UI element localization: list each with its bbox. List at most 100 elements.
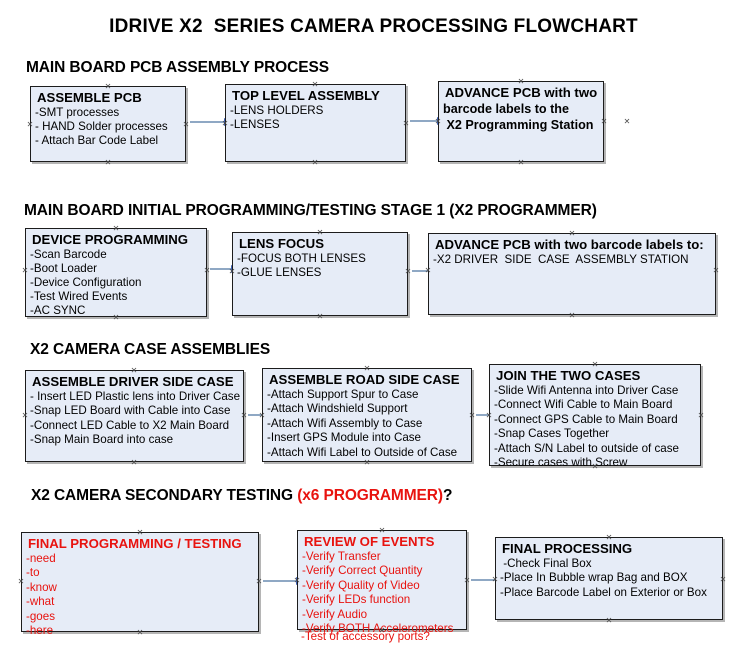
resize-handle-right[interactable]	[698, 412, 705, 419]
node-assemble-driver-side-case[interactable]: ASSEMBLE DRIVER SIDE CASE - Insert LED P…	[25, 370, 244, 462]
resize-handle-bottom[interactable]	[569, 312, 576, 319]
resize-handle-left[interactable]	[229, 268, 236, 275]
resize-handle-left[interactable]	[22, 267, 29, 274]
resize-handle-left[interactable]	[294, 577, 301, 584]
node-line: -AC SYNC	[30, 304, 86, 318]
resize-handle-top[interactable]	[606, 534, 613, 541]
resize-handle-bottom[interactable]	[131, 459, 138, 466]
resize-handle-bottom[interactable]	[606, 617, 613, 624]
resize-handle-right[interactable]	[464, 577, 471, 584]
section-heading-1: MAIN BOARD PCB ASSEMBLY PROCESS	[26, 59, 329, 76]
resize-handle-right[interactable]	[469, 412, 476, 419]
resize-handle-right[interactable]	[713, 267, 720, 274]
resize-handle-left[interactable]	[492, 576, 499, 583]
resize-handle-left[interactable]	[259, 412, 266, 419]
resize-handle-bottom[interactable]	[379, 627, 386, 634]
node-title: ASSEMBLE PCB	[37, 90, 142, 105]
node-line: -Boot Loader	[30, 261, 98, 275]
node-line: -to	[26, 566, 40, 580]
node-top-level-assembly[interactable]: TOP LEVEL ASSEMBLY -LENS HOLDERS -LENSES	[225, 84, 406, 162]
resize-handle-bottom[interactable]	[312, 159, 319, 166]
node-final-programming-testing[interactable]: FINAL PROGRAMMING / TESTING -need -to -k…	[21, 532, 259, 637]
resize-handle-right[interactable]	[241, 412, 248, 419]
node-line: -what	[26, 595, 55, 609]
node-lens-focus[interactable]: LENS FOCUS -FOCUS BOTH LENSES -GLUE LENS…	[232, 232, 408, 316]
resize-handle-top[interactable]	[592, 361, 599, 368]
resize-handle-left[interactable]	[22, 412, 29, 419]
node-final-processing[interactable]: FINAL PROCESSING -Check Final Box -Place…	[495, 537, 723, 620]
resize-handle-top[interactable]	[317, 229, 324, 236]
resize-handle-top[interactable]	[364, 365, 371, 372]
resize-handle-bottom[interactable]	[113, 314, 120, 321]
resize-handle-right[interactable]	[405, 268, 412, 275]
section-heading-3: X2 CAMERA CASE ASSEMBLIES	[30, 341, 271, 358]
node-line: -Scan Barcode	[30, 247, 107, 261]
node-title: LENS FOCUS	[239, 236, 324, 251]
node-assemble-road-side-case[interactable]: ASSEMBLE ROAD SIDE CASE -Attach Support …	[262, 368, 472, 462]
node-advance-pcb-programming-station[interactable]: ADVANCE PCB with two barcode labels to t…	[438, 81, 604, 162]
resize-handle-top[interactable]	[379, 527, 386, 534]
node-assemble-pcb[interactable]: ASSEMBLE PCB -SMT processes - HAND Solde…	[30, 86, 186, 162]
resize-handle-right[interactable]	[256, 578, 263, 585]
resize-handle-bottom[interactable]	[518, 159, 525, 166]
resize-handle-left[interactable]	[18, 578, 25, 585]
node-line: -Connect Wifi Cable to Main Board	[494, 398, 673, 412]
section-heading-4-suffix: ?	[442, 487, 453, 504]
resize-handle-right[interactable]	[720, 576, 727, 583]
resize-handle-bottom[interactable]	[105, 159, 112, 166]
node-advance-pcb-driver-side-case[interactable]: ADVANCE PCB with two barcode labels to: …	[428, 233, 716, 315]
node-title: ASSEMBLE DRIVER SIDE CASE	[32, 374, 234, 389]
resize-handle-left[interactable]	[27, 121, 34, 128]
node-line: -Verify LEDs function	[302, 593, 411, 607]
node-line: -Connect LED Cable to X2 Main Board	[30, 418, 230, 432]
node-line: -Connect GPS Cable to Main Board	[494, 412, 678, 426]
node-line: -Attach S/N Label to outside of case	[494, 441, 679, 455]
resize-handle-top[interactable]	[312, 81, 319, 88]
node-line: -Snap Cases Together	[494, 427, 610, 441]
node-device-programming[interactable]: DEVICE PROGRAMMING -Scan Barcode -Boot L…	[25, 228, 207, 317]
node-line: -Slide Wifi Antenna into Driver Case	[494, 383, 679, 397]
resize-handle-top[interactable]	[113, 225, 120, 232]
node-line: -Secure cases with Screw	[494, 456, 628, 470]
resize-handle-left[interactable]	[425, 267, 432, 274]
resize-handle-top[interactable]	[518, 78, 525, 85]
resize-handle-bottom[interactable]	[364, 459, 371, 466]
connection-point[interactable]	[624, 118, 631, 125]
node-line: -SMT processes	[35, 105, 120, 119]
node-title: ADVANCE PCB with two barcode labels to:	[435, 237, 704, 252]
resize-handle-right[interactable]	[403, 120, 410, 127]
node-title: FINAL PROCESSING	[502, 541, 633, 556]
section-heading-4-text: X2 CAMERA SECONDARY TESTING	[31, 487, 298, 504]
resize-handle-bottom[interactable]	[137, 629, 144, 636]
resize-handle-right[interactable]	[601, 118, 608, 125]
node-title: REVIEW OF EVENTS	[304, 534, 435, 549]
node-line: -Attach Wifi Label to Outside of Case	[267, 445, 458, 459]
node-title: FINAL PROGRAMMING / TESTING	[28, 536, 242, 551]
node-line: -Place In Bubble wrap Bag and BOX	[500, 571, 688, 585]
node-line: -Test Wired Events	[30, 290, 128, 304]
resize-handle-left[interactable]	[486, 412, 493, 419]
node-line: -Snap LED Board with Cable into Case	[30, 404, 231, 418]
resize-handle-left[interactable]	[435, 118, 442, 125]
node-line: -Check Final Box	[500, 556, 592, 570]
resize-handle-bottom[interactable]	[317, 313, 324, 320]
resize-handle-top[interactable]	[569, 230, 576, 237]
connector-arrow	[190, 117, 232, 126]
node-review-of-events[interactable]: REVIEW OF EVENTS -Verify Transfer -Verif…	[297, 530, 467, 635]
node-line: -LENS HOLDERS	[230, 103, 324, 117]
node-line: -Insert GPS Module into Case	[267, 431, 422, 445]
resize-handle-right[interactable]	[183, 121, 190, 128]
resize-handle-top[interactable]	[137, 529, 144, 536]
node-line: -Verify BOTH Accelerometers	[302, 622, 454, 636]
node-line: X2 Programming Station	[443, 117, 594, 132]
resize-handle-top[interactable]	[105, 83, 112, 90]
resize-handle-bottom[interactable]	[592, 463, 599, 470]
node-line: -Attach Wifi Assembly to Case	[267, 416, 423, 430]
section-heading-4: X2 CAMERA SECONDARY TESTING (x6 PROGRAMM…	[31, 487, 452, 505]
resize-handle-top[interactable]	[131, 367, 138, 374]
resize-handle-left[interactable]	[222, 120, 229, 127]
node-line: -Verify Audio	[302, 607, 368, 621]
node-line: barcode labels to the	[443, 101, 569, 116]
node-join-the-two-cases[interactable]: JOIN THE TWO CASES -Slide Wifi Antenna i…	[489, 364, 701, 469]
